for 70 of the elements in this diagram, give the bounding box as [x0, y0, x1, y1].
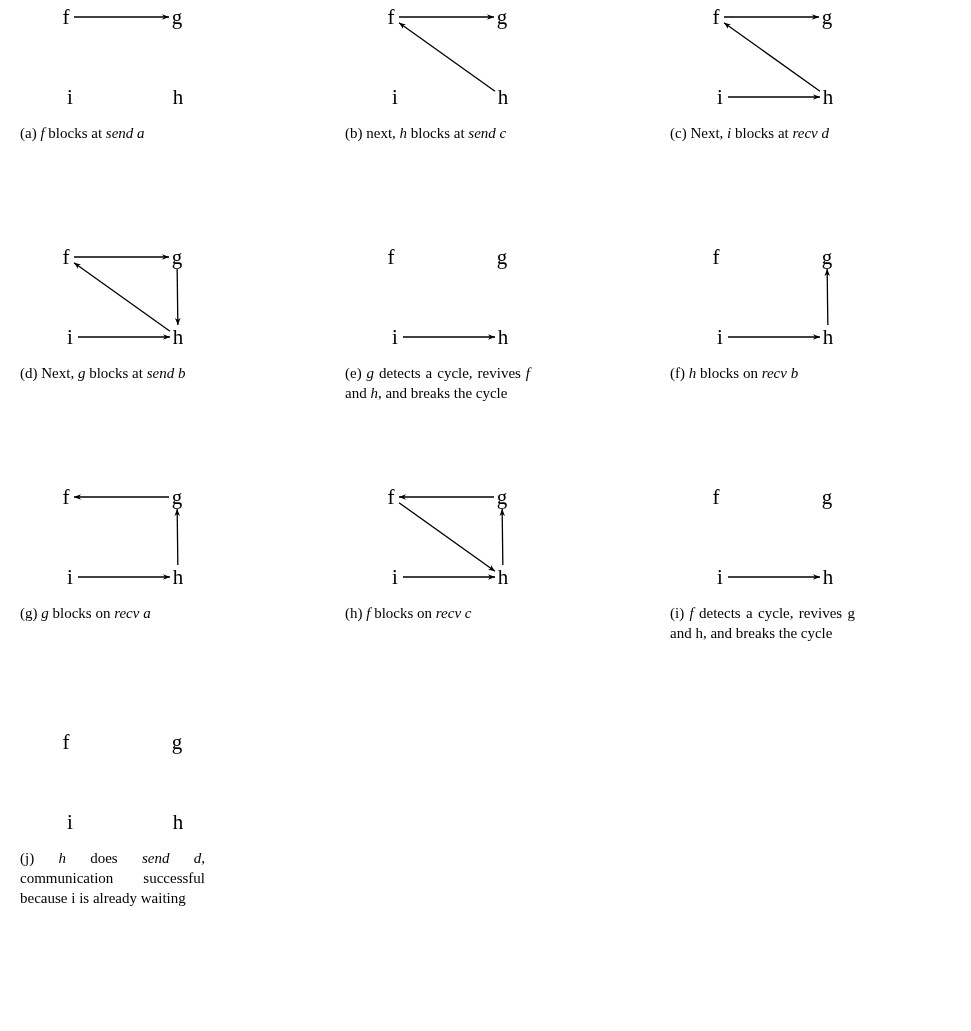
arrow — [727, 94, 821, 100]
node-letter: f — [59, 246, 73, 268]
arrow — [73, 262, 171, 332]
node-letter: h — [496, 326, 510, 348]
node-letter: f — [384, 6, 398, 28]
arrow — [73, 14, 170, 20]
node-letter: f — [709, 486, 723, 508]
node-letter: f — [384, 486, 398, 508]
arrow — [398, 14, 495, 20]
node-letter: f — [709, 246, 723, 268]
node-letter: f — [384, 246, 398, 268]
node-letter: i — [63, 86, 77, 108]
node-letter: g — [820, 486, 834, 508]
node-letter: g — [495, 486, 509, 508]
arrow — [398, 22, 496, 92]
arrow — [723, 22, 821, 92]
node-letter: f — [59, 6, 73, 28]
node-letter: i — [713, 86, 727, 108]
node-letter: i — [713, 326, 727, 348]
arrow — [727, 574, 821, 580]
node-letter: i — [63, 326, 77, 348]
figure-caption: (g) g blocks on recv a — [20, 604, 152, 623]
arrow — [723, 14, 820, 20]
node-letter: g — [170, 731, 184, 753]
node-letter: h — [171, 566, 185, 588]
arrow — [77, 334, 171, 340]
node-letter: h — [821, 86, 835, 108]
figure-caption: (b) next, h blocks at send c — [345, 124, 508, 143]
figure-caption: (j) h does send d, communication successful because i is already waiting — [20, 849, 205, 908]
node-letter: h — [171, 326, 185, 348]
figure-caption: (h) f blocks on recv c — [345, 604, 473, 623]
node-letter: g — [170, 246, 184, 268]
node-letter: i — [713, 566, 727, 588]
node-letter: i — [388, 326, 402, 348]
arrow — [77, 574, 171, 580]
node-letter: h — [496, 86, 510, 108]
arrow — [174, 508, 181, 566]
arrow — [398, 502, 496, 572]
node-letter: g — [170, 486, 184, 508]
node-letter: i — [63, 811, 77, 833]
node-letter: h — [821, 326, 835, 348]
node-letter: h — [821, 566, 835, 588]
node-letter: i — [388, 566, 402, 588]
figure-caption: (e) g detects a cycle, revives f and h, and breaks the cycle — [345, 364, 530, 403]
node-letter: h — [171, 86, 185, 108]
node-letter: f — [59, 731, 73, 753]
node-letter: i — [388, 86, 402, 108]
figure-caption: (i) f detects a cycle, revives g and h, and breaks the cycle — [670, 604, 855, 643]
arrow — [499, 508, 506, 566]
node-letter: g — [820, 246, 834, 268]
node-letter: h — [171, 811, 185, 833]
arrow — [824, 268, 831, 326]
figure-caption: (d) Next, g blocks at send b — [20, 364, 187, 383]
arrow — [73, 254, 170, 260]
arrow — [402, 334, 496, 340]
arrow — [174, 268, 181, 326]
node-letter: f — [709, 6, 723, 28]
arrow — [398, 494, 495, 500]
node-letter: g — [495, 246, 509, 268]
node-letter: g — [495, 6, 509, 28]
arrow — [727, 334, 821, 340]
node-letter: f — [59, 486, 73, 508]
arrow — [402, 574, 496, 580]
node-letter: i — [63, 566, 77, 588]
node-letter: h — [496, 566, 510, 588]
figure-caption: (c) Next, i blocks at recv d — [670, 124, 830, 143]
arrow — [73, 494, 170, 500]
node-letter: g — [820, 6, 834, 28]
node-letter: g — [170, 6, 184, 28]
figure-caption: (f) h blocks on recv b — [670, 364, 800, 383]
